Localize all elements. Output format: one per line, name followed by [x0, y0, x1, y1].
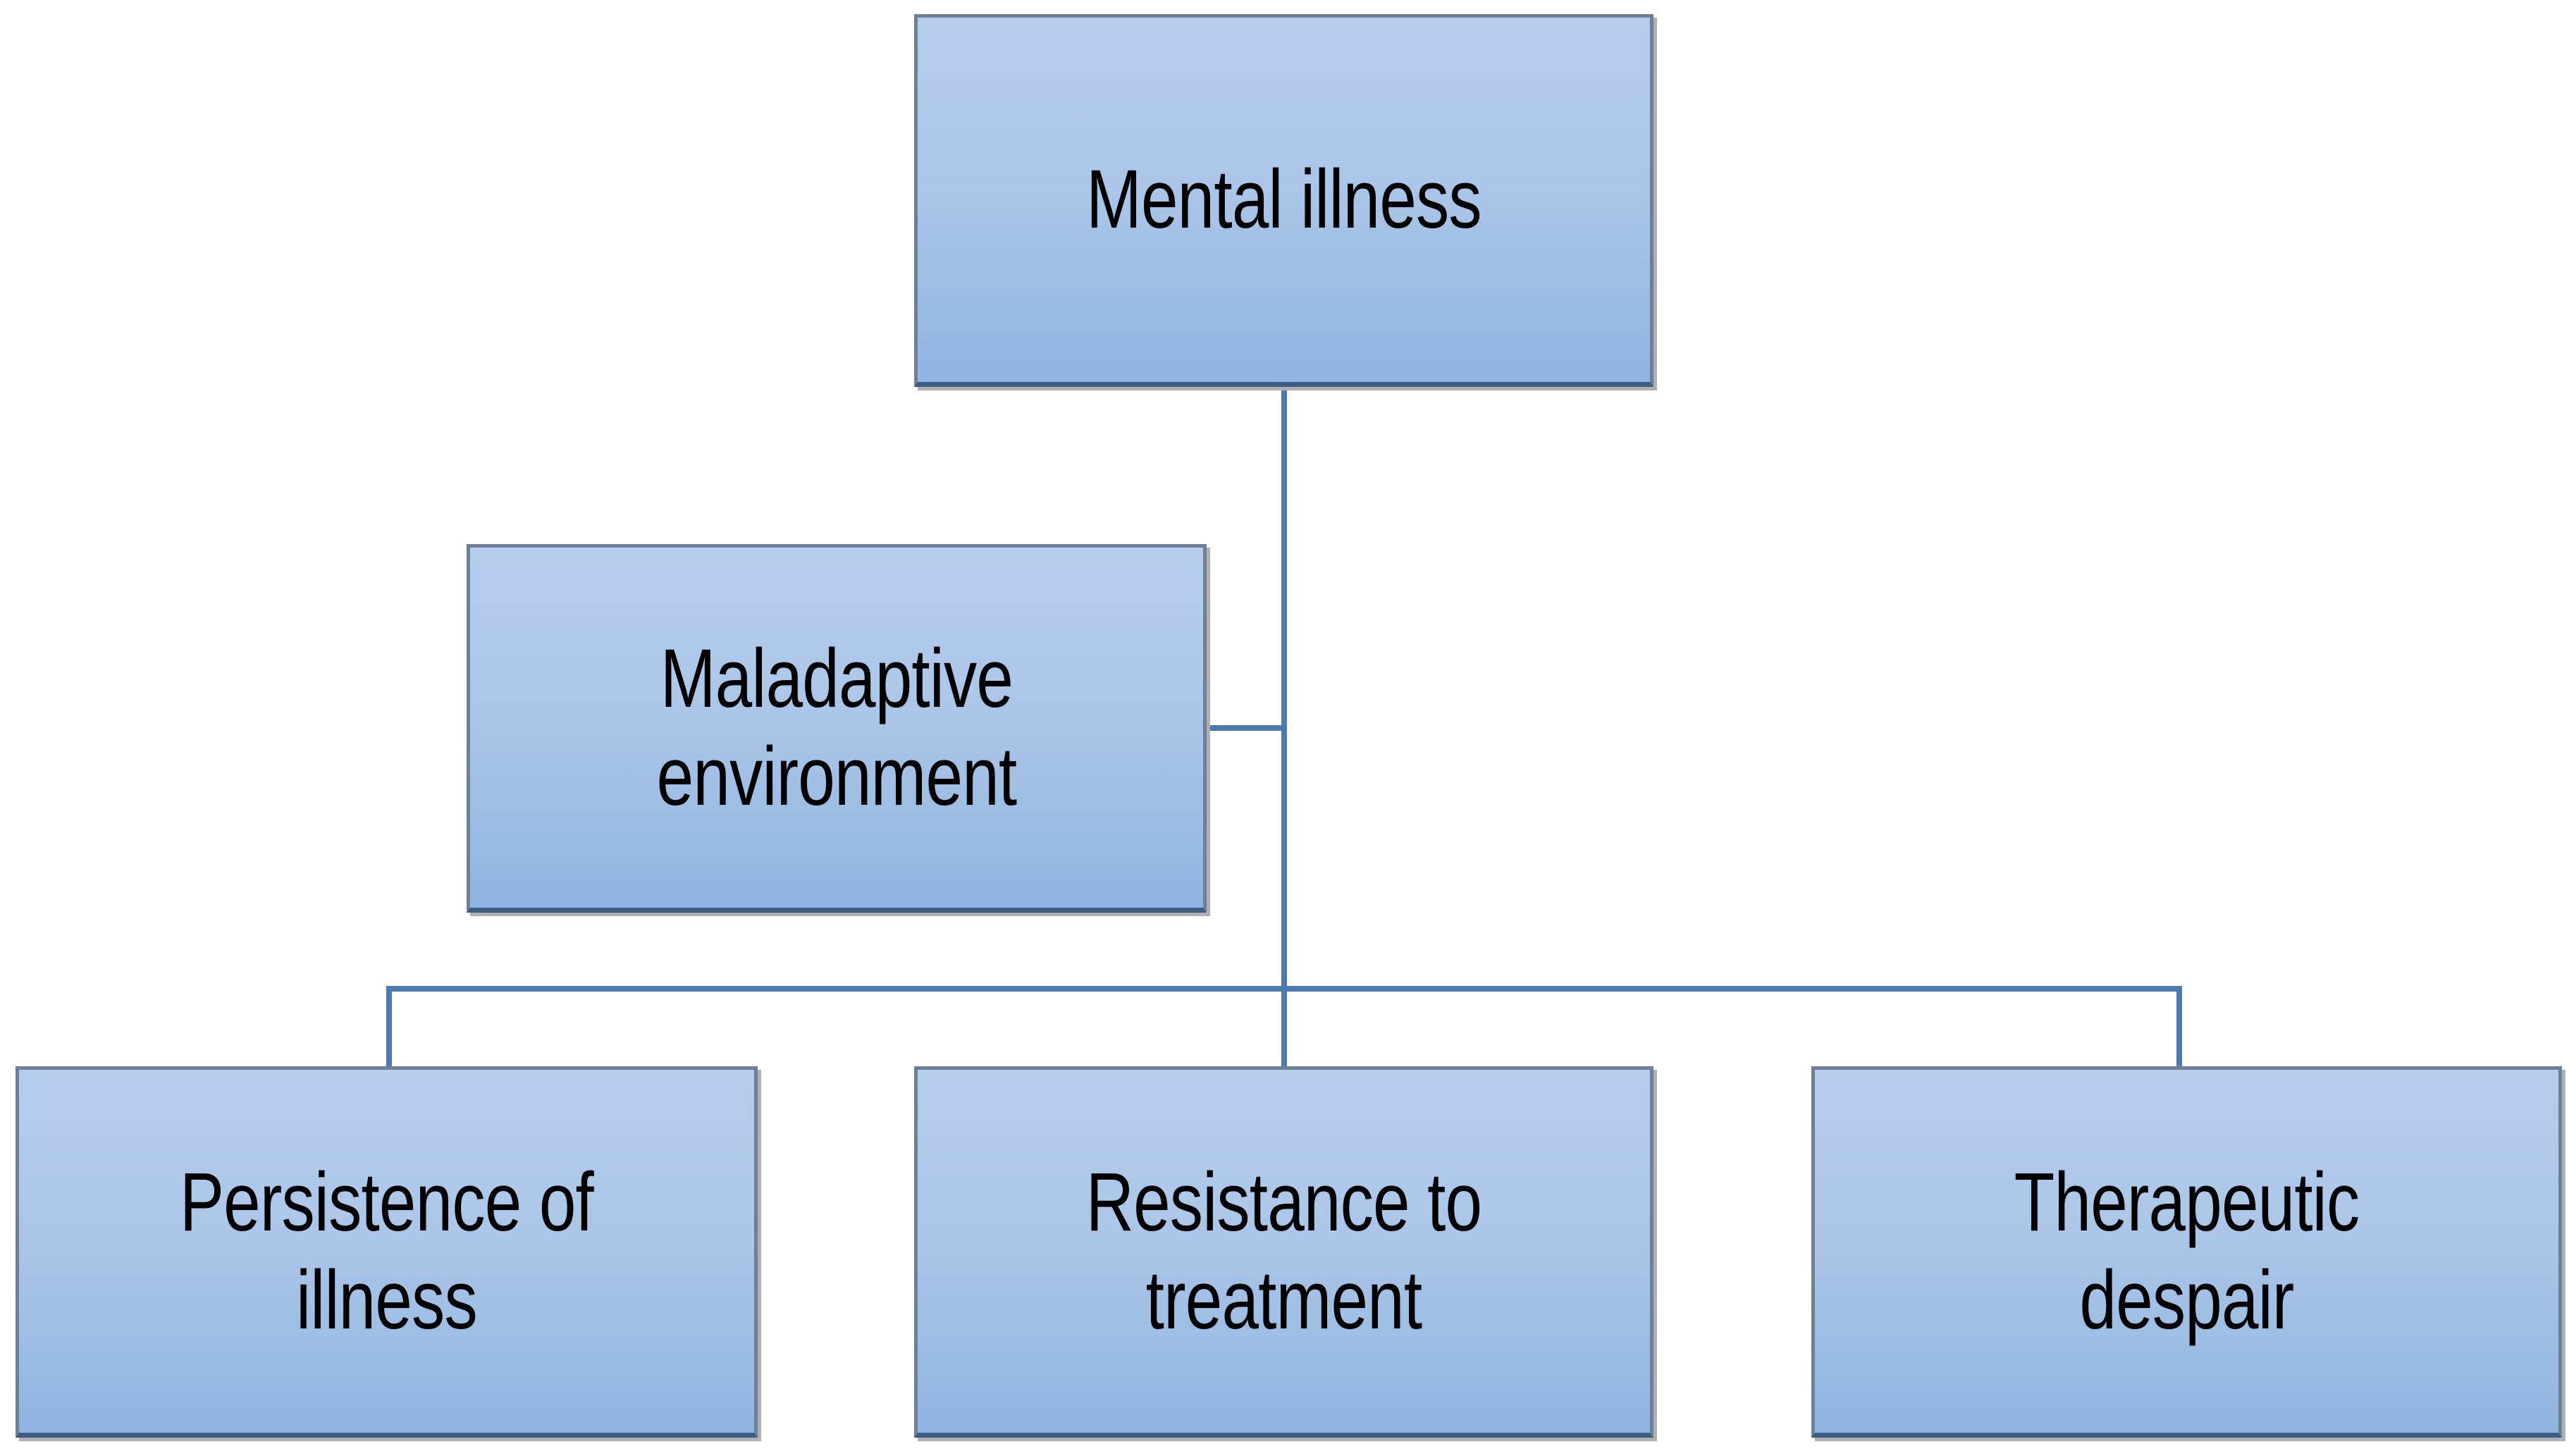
node-persistence-of-illness[interactable]: Persistence of illness [16, 1066, 758, 1438]
connector-bus-to-persistence [386, 986, 392, 1069]
node-label-maladaptive-environment: Maladaptive environment [656, 632, 1017, 823]
node-maladaptive-environment[interactable]: Maladaptive environment [467, 544, 1207, 913]
node-resistance-to-treatment[interactable]: Resistance to treatment [914, 1066, 1653, 1438]
node-label-mental-illness: Mental illness [1086, 153, 1481, 247]
connector-environment-stub [1207, 725, 1284, 731]
connector-bus-to-resistance [1281, 986, 1287, 1069]
node-therapeutic-despair[interactable]: Therapeutic despair [1811, 1066, 2562, 1438]
node-label-therapeutic-despair: Therapeutic despair [2014, 1156, 2360, 1347]
connector-root-to-bus [1281, 387, 1287, 988]
node-label-resistance-to-treatment: Resistance to treatment [1085, 1156, 1482, 1347]
connector-bus-to-despair [2176, 986, 2182, 1069]
node-mental-illness[interactable]: Mental illness [914, 14, 1653, 387]
node-label-persistence-of-illness: Persistence of illness [180, 1156, 594, 1347]
